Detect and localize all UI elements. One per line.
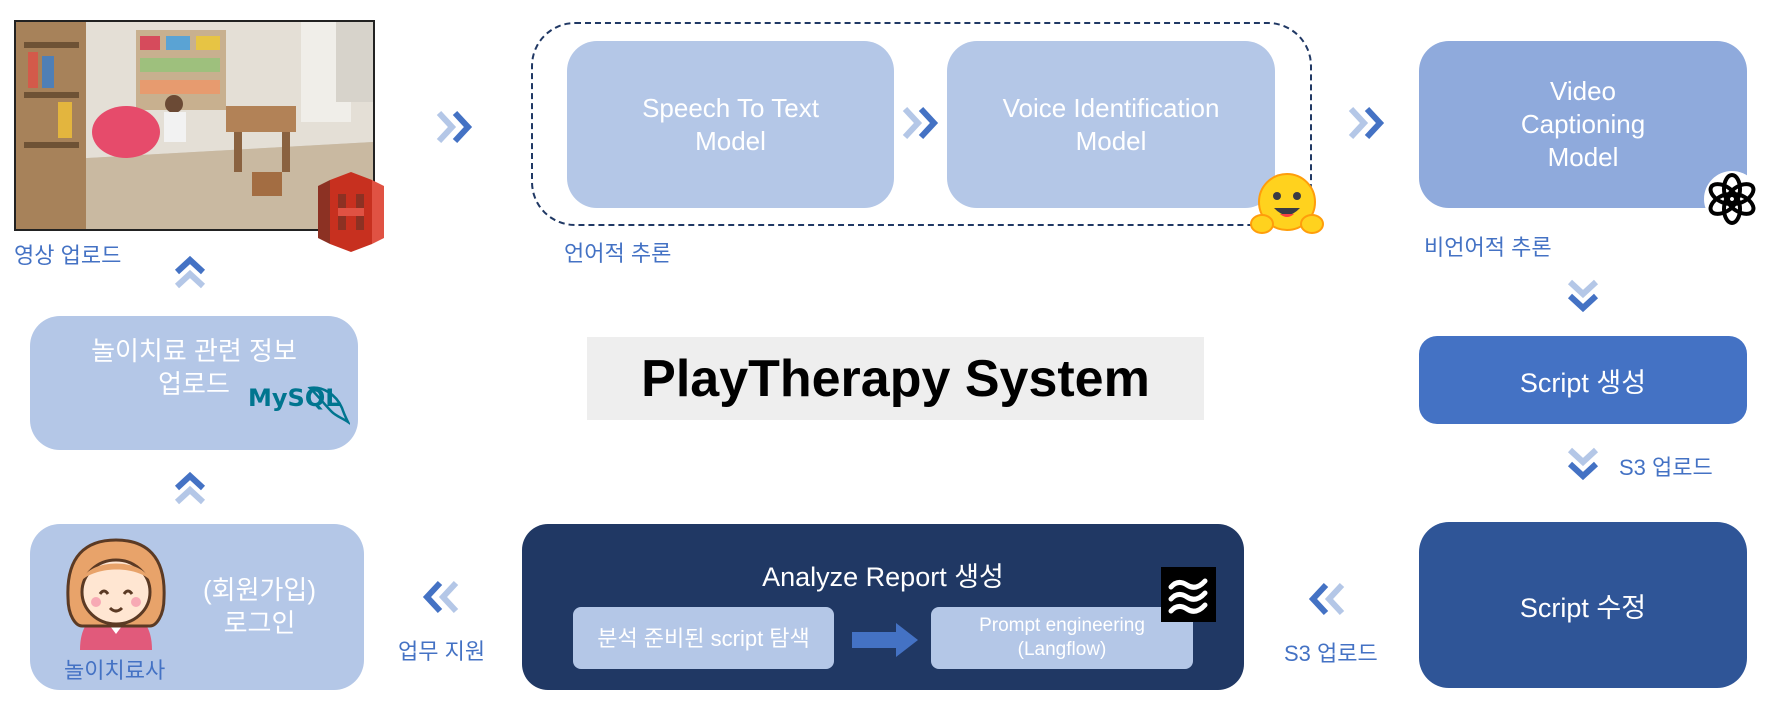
analyze-report-title: Analyze Report 생성 [762, 562, 1004, 592]
therapy-info-upload-box: 놀이치료 관련 정보 업로드 [30, 316, 358, 450]
therapist-caption: 놀이치료사 [64, 658, 166, 683]
therapist-avatar-icon [66, 538, 166, 650]
script-edit-label: Script 수정 [1519, 592, 1647, 623]
voice-id-label: Voice Identification Model [1002, 92, 1220, 156]
aws-s3-icon [318, 172, 384, 257]
chevron-right-icon [436, 110, 473, 144]
therapy-info-label: 놀이치료 관련 정보 업로드 [91, 336, 297, 399]
speech-to-text-model-box: Speech To Text Model [567, 41, 894, 208]
system-title-banner: PlayTherapy System [587, 337, 1204, 420]
page-title: PlayTherapy System [641, 349, 1150, 408]
chevron-up-icon [174, 471, 206, 505]
mysql-logo: MySQL [248, 384, 341, 412]
playroom-image [16, 22, 373, 229]
verbal-inference-caption: 언어적 추론 [564, 241, 672, 266]
arrow-right-icon [852, 623, 918, 657]
script-create-label: Script 생성 [1519, 367, 1647, 398]
chevron-left-icon [1308, 582, 1345, 616]
chevron-down-icon [1567, 447, 1599, 481]
langflow-icon [1161, 567, 1216, 622]
voice-identification-model-box: Voice Identification Model [947, 41, 1275, 208]
verbal-inference-group [531, 22, 1312, 226]
prompt-engineering-box: Prompt engineering (Langflow) [931, 607, 1193, 669]
login-label: (회원가입) 로그인 [203, 575, 316, 638]
script-create-box: Script 생성 [1419, 336, 1747, 424]
video-upload-caption: 영상 업로드 [14, 243, 122, 268]
stt-label: Speech To Text Model [642, 92, 819, 156]
s3-upload-caption-right: S3 업로드 [1619, 455, 1713, 480]
openai-icon [1704, 171, 1760, 227]
nonverbal-inference-caption: 비언어적 추론 [1424, 235, 1552, 260]
chevron-up-icon [174, 255, 206, 289]
script-edit-box: Script 수정 [1419, 522, 1747, 688]
video-captioning-label: Video Captioning Model [1520, 76, 1646, 172]
mysql-logo-text: MySQL [248, 384, 341, 412]
video-thumbnail [14, 20, 375, 231]
chevron-right-icon [1348, 106, 1385, 140]
mysql-dolphin-icon [307, 386, 350, 425]
s3-upload-caption-bottom: S3 업로드 [1284, 641, 1378, 666]
hugging-face-icon [1250, 173, 1324, 234]
chevron-down-icon [1567, 279, 1599, 313]
chevron-right-icon [902, 106, 939, 140]
video-captioning-model-box: Video Captioning Model [1419, 41, 1747, 208]
chevron-left-icon [422, 580, 459, 614]
script-search-box: 분석 준비된 script 탐색 [573, 607, 834, 669]
script-search-label: 분석 준비된 script 탐색 [597, 625, 810, 651]
prompt-engineering-label: Prompt engineering (Langflow) [979, 615, 1145, 660]
work-support-caption: 업무 지원 [398, 639, 486, 664]
